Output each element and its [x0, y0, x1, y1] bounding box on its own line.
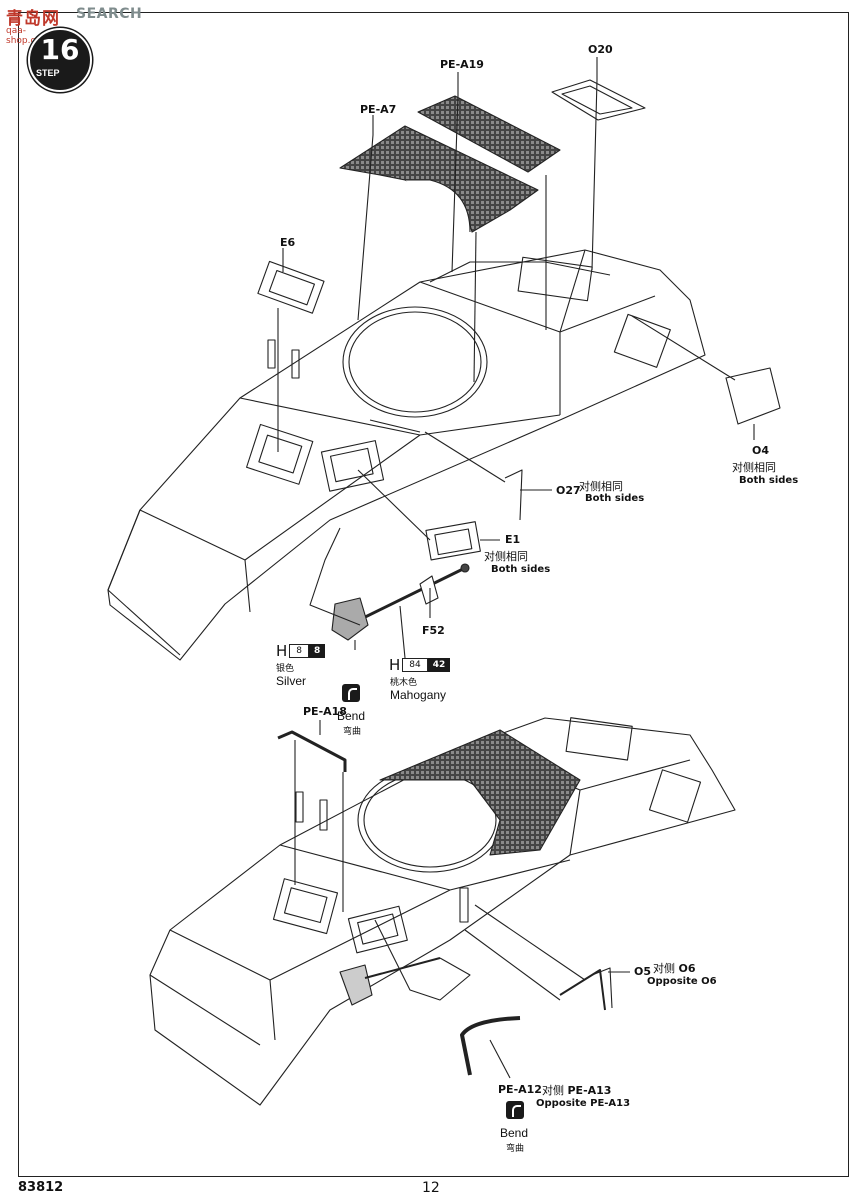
- o20-hatch: [551, 79, 646, 121]
- page-number: 12: [422, 1180, 440, 1196]
- label-pe-a12: PE-A12: [498, 1083, 542, 1096]
- lower-hull: [149, 717, 736, 1106]
- e6-part: [257, 260, 325, 314]
- o4-both-sides-cn: 对侧相同: [732, 461, 776, 474]
- label-pe-a7: PE-A7: [360, 103, 397, 116]
- label-o5: O5: [634, 965, 652, 978]
- o27-both-sides-en: Both sides: [585, 493, 645, 504]
- watermark-url: qaa-shop.com: [6, 26, 50, 46]
- e1-both-sides-cn: 对侧相同: [484, 550, 528, 563]
- paint-mahogany-cn: 桃木色: [390, 678, 418, 688]
- pe-a12-opposite-cn-text: 对侧: [542, 1084, 564, 1097]
- label-pe-a19: PE-A19: [440, 58, 484, 71]
- label-o27: O27: [556, 484, 581, 497]
- pe-a12-opposite-cn: 对侧 PE-A13: [542, 1082, 611, 1098]
- bend-cn-lower: 弯曲: [506, 1144, 525, 1154]
- paint-silver-en: Silver: [276, 674, 307, 688]
- o27-part: [504, 469, 523, 521]
- paint-silver-cn: 银色: [276, 664, 295, 674]
- label-pe-a18: PE-A18: [303, 705, 347, 718]
- bend-icon: [342, 684, 360, 702]
- paint-mahogany-letter: H: [389, 656, 401, 674]
- pe-a12-opposite-en: Opposite PE-A13: [536, 1098, 631, 1109]
- step-badge: 16 STEP: [28, 28, 92, 92]
- o4-part: [725, 367, 781, 425]
- pe-a12-opposite-part: PE-A13: [567, 1084, 612, 1097]
- step-word: STEP: [36, 68, 60, 78]
- watermark: 青岛网 SEARCH qaa-shop.com: [6, 4, 142, 46]
- o27-both-sides-cn: 对侧相同: [579, 480, 623, 493]
- watermark-text: SEARCH: [76, 6, 143, 22]
- paint-mahogany-code: 84: [402, 658, 428, 672]
- bend-en-lower: Bend: [500, 1126, 529, 1140]
- kit-number: 83812: [18, 1180, 64, 1195]
- label-e1: E1: [505, 533, 521, 546]
- paint-silver: H 8 8: [276, 642, 326, 660]
- o5-opposite-cn: 对侧 O6: [653, 960, 696, 976]
- e1-both-sides-en: Both sides: [491, 564, 551, 575]
- pe-a19-mesh: [417, 95, 561, 173]
- bend-en: Bend: [337, 709, 366, 723]
- label-f52: F52: [422, 624, 445, 637]
- o5-opposite-cn-text: 对侧: [653, 962, 675, 975]
- page-frame: [18, 12, 849, 1177]
- paint-silver-fill: 8: [309, 644, 326, 658]
- paint-silver-code: 8: [289, 644, 310, 658]
- bend-cn: 弯曲: [343, 727, 362, 737]
- e1-part: [425, 521, 481, 561]
- o5-opposite-en: Opposite O6: [647, 976, 717, 987]
- label-o20: O20: [588, 43, 613, 56]
- bend-icon-lower: [506, 1101, 524, 1119]
- o4-both-sides-en: Both sides: [739, 475, 799, 486]
- pe-a18-strip: [277, 730, 347, 772]
- paint-mahogany-en: Mahogany: [390, 688, 447, 702]
- o5-opposite-part: O6: [678, 962, 696, 975]
- label-e6: E6: [280, 236, 296, 249]
- paint-silver-letter: H: [276, 642, 288, 660]
- paint-mahogany-fill: 42: [427, 658, 451, 672]
- upper-hull: [107, 249, 706, 661]
- step-number: 16: [40, 33, 80, 66]
- pe-a12-strip: [460, 1016, 521, 1076]
- o5-part: [559, 969, 606, 1011]
- paint-mahogany: H 84 42: [389, 656, 451, 674]
- label-o4: O4: [752, 444, 770, 457]
- mirror-part: [331, 597, 369, 641]
- watermark-logo: 青岛网: [6, 9, 60, 29]
- f52-rod: [354, 566, 466, 624]
